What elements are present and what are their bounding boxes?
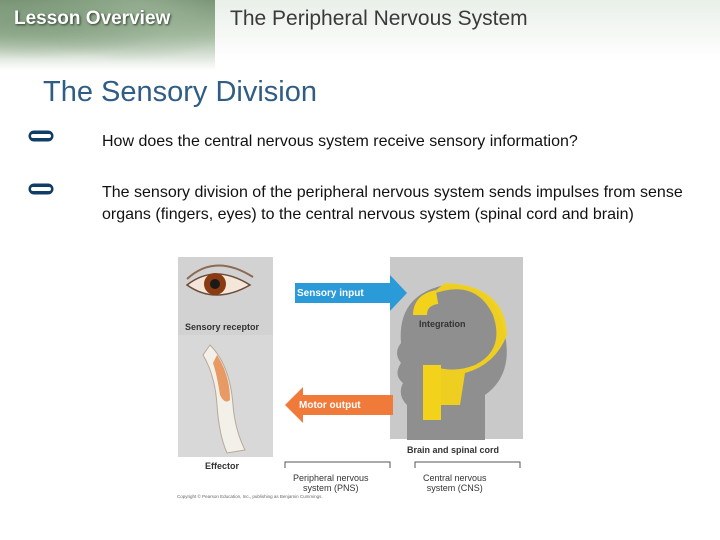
lesson-title: The Peripheral Nervous System [230,7,528,30]
lesson-overview-label: Lesson Overview [14,8,171,29]
sensory-division-diagram: Sensory input Integration Sensory recept… [175,255,535,505]
bullet-icon [28,130,54,142]
bullet-text: How does the central nervous system rece… [102,133,578,150]
integration-label: Integration [419,319,466,329]
leaf-banner-image [0,0,215,70]
copyright-note: Copyright © Pearson Education, Inc., pub… [177,494,323,499]
pns-label: Peripheral nervous system (PNS) [293,473,369,493]
bullet-text: The sensory division of the peripheral n… [102,184,683,223]
brain-spinal-cord-label: Brain and spinal cord [407,445,500,455]
bullet-icon [28,183,54,195]
slide-title: The Sensory Division [43,76,317,108]
sensory-input-label: Sensory input [297,288,364,299]
motor-output-label: Motor output [299,400,361,411]
effector-label: Effector [205,461,240,471]
diagram-illustration [178,257,523,468]
cns-label: Central nervous system (CNS) [423,473,487,493]
sensory-receptor-label: Sensory receptor [185,322,260,332]
